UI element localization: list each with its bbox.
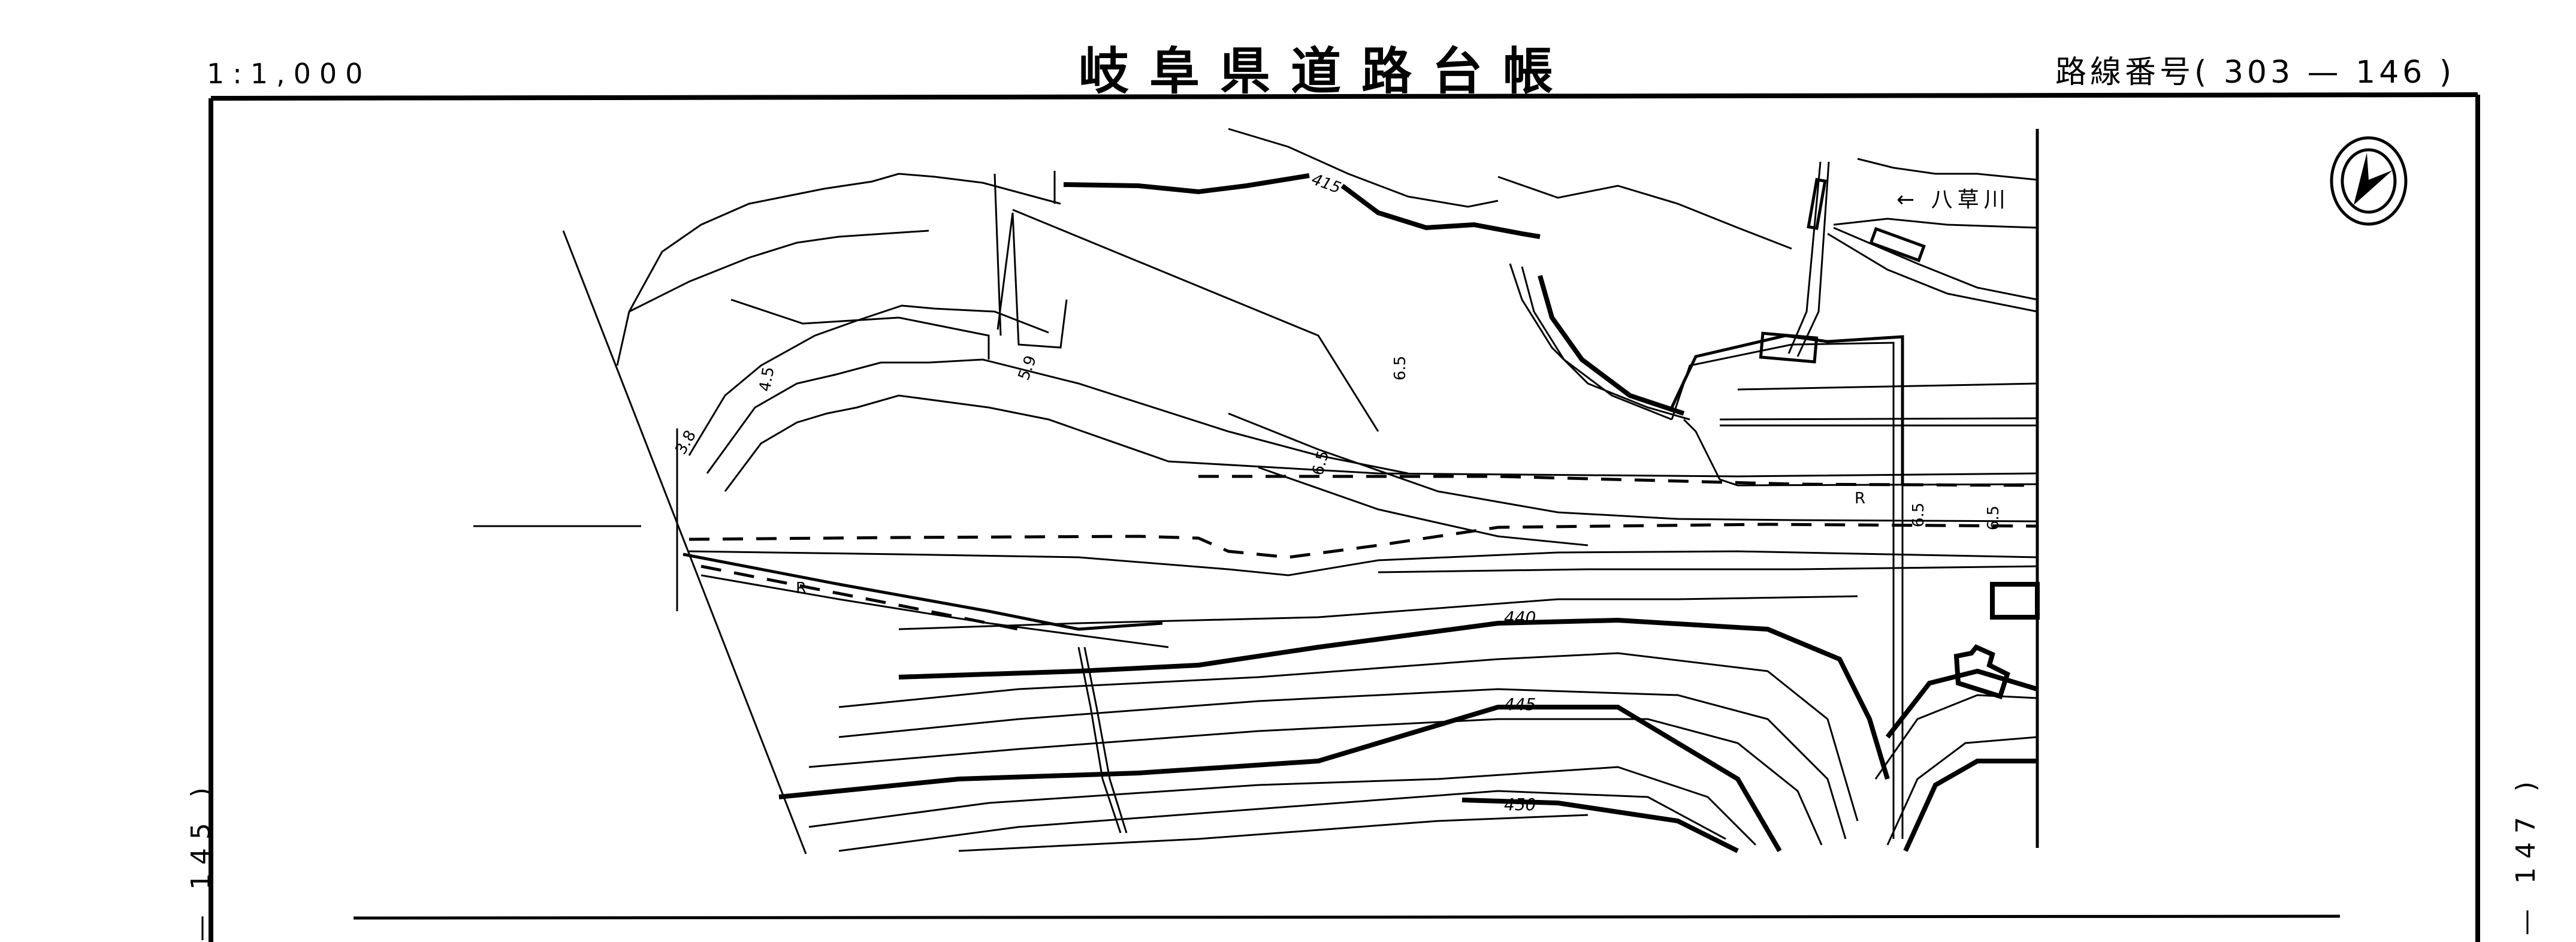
map-frame [209,92,2480,942]
ridge-line [1497,176,1792,250]
ridge-line [1228,128,1499,208]
map-scale: 1:1,000 [207,58,372,90]
retaining-wall-marker: R [796,579,807,597]
road-width-label: 5.9 [1015,354,1040,383]
main-road [682,412,2038,648]
river-bank [1670,158,2038,839]
north-arrow-icon [2330,136,2408,226]
road-width-label: 6.5 [1910,503,1928,527]
river-label: ← 八草川 [1896,188,2010,212]
culvert [1077,647,1122,834]
contour-label: 450 [1504,795,1536,814]
bottom-rule [353,914,2341,920]
road-width-label: 6.5 [1391,356,1409,381]
boundary-line [562,230,807,855]
road-width-label: 3.8 [672,427,700,458]
building [1990,582,2040,620]
building [1953,644,2010,700]
route-number: 路線番号( 303 — 146 ) [2055,55,2456,90]
contour-lines [778,595,2039,853]
upper-road [616,171,1409,492]
revetment-hatch [1759,177,1926,364]
road-width-label: 4.5 [756,366,778,393]
contour-label: 415 [1309,170,1343,197]
contour-415 [1063,173,1541,239]
road-edge-dashed [688,523,2038,559]
curved-slope [1509,263,1690,421]
page-title: 岐阜県道路台帳 [1079,42,1574,101]
culvert [1083,647,1128,834]
contour-label: 440 [1504,608,1536,627]
retaining-wall-marker: R [1855,490,1865,508]
contour-label: 445 [1504,695,1536,714]
road-width-label: 6.5 [1985,506,2003,530]
